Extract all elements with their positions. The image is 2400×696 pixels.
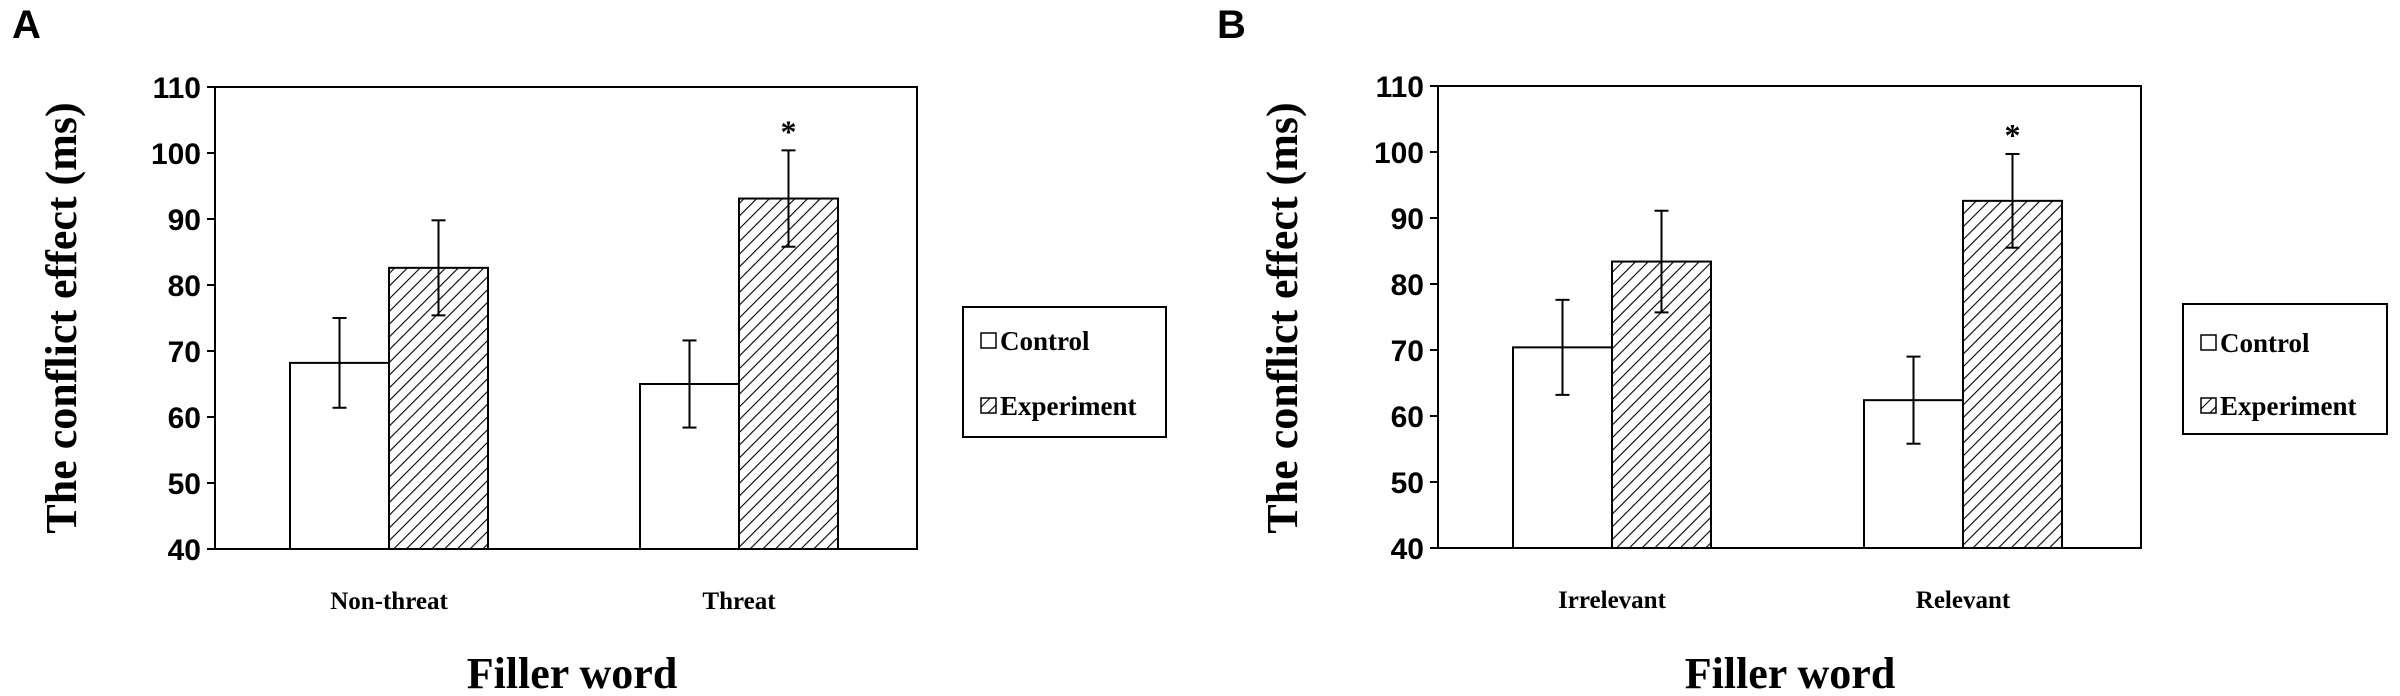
y-axis-title: The conflict effect (ms) (37, 102, 86, 533)
y-ticks: 40 50 60 70 80 90 100 110 (1374, 71, 1438, 566)
y-tick-label: 90 (168, 204, 201, 237)
legend: Control Experiment (962, 306, 1167, 438)
y-tick-label: 90 (1391, 203, 1424, 236)
y-tick-label: 100 (1374, 137, 1424, 170)
y-tick-label: 80 (168, 270, 201, 303)
y-tick-label: 70 (1391, 335, 1424, 368)
plot-area (1437, 85, 2142, 549)
legend-label-experiment: Experiment (2220, 391, 2356, 421)
legend-swatch-control (980, 332, 997, 349)
y-tick-label: 70 (168, 336, 201, 369)
category-label: Irrelevant (1558, 587, 1667, 614)
legend-swatch-control (2200, 334, 2217, 351)
category-label: Threat (702, 588, 776, 615)
legend-label-control: Control (2220, 328, 2310, 358)
category-label: Non-threat (330, 588, 448, 615)
y-tick-label: 50 (168, 468, 201, 501)
y-tick-label: 50 (1391, 467, 1424, 500)
panel-b: B 40 50 60 70 80 90 100 110 * Irrelevant Relevan… (1217, 3, 2388, 696)
legend-label-control: Control (1000, 326, 1090, 356)
legend-box (962, 306, 1167, 438)
y-tick-label: 40 (1391, 533, 1424, 566)
y-axis-title: The conflict effect (ms) (1258, 102, 1307, 533)
significance-marker: * (2005, 117, 2021, 153)
legend-label-experiment: Experiment (1000, 391, 1136, 421)
y-tick-label: 100 (151, 138, 201, 171)
legend: Control Experiment (2182, 303, 2388, 435)
category-label: Relevant (1916, 587, 2011, 614)
legend-box (2182, 303, 2388, 435)
x-axis-title: Filler word (1685, 649, 1896, 696)
category-labels: Irrelevant Relevant (1558, 587, 2011, 614)
y-ticks: 40 50 60 70 80 90 100 110 (151, 72, 215, 567)
legend-swatch-experiment (980, 397, 997, 414)
y-tick-label: 80 (1391, 269, 1424, 302)
bar-experiment (1962, 199, 2063, 549)
panel-letter: A (12, 3, 41, 47)
y-tick-label: 60 (168, 402, 201, 435)
category-labels: Non-threat Threat (330, 588, 776, 615)
panel-letter: B (1217, 3, 1246, 47)
y-tick-label: 40 (168, 534, 201, 567)
bar-control (289, 361, 390, 550)
bars: * (289, 113, 839, 550)
bar-experiment (738, 197, 839, 550)
plot-area (214, 86, 918, 550)
y-tick-label: 60 (1391, 401, 1424, 434)
legend-swatch-experiment (2200, 397, 2217, 414)
y-tick-label: 110 (153, 72, 201, 105)
x-axis-title: Filler word (467, 649, 678, 696)
bars: * (1512, 117, 2063, 549)
y-tick-label: 110 (1376, 71, 1424, 104)
significance-marker: * (781, 113, 797, 149)
